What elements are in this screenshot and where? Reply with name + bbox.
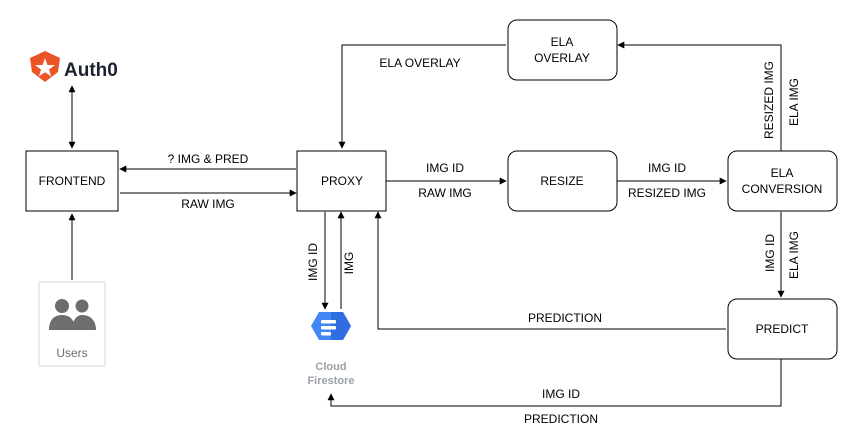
label-raw-img-proxy-resize: RAW IMG [418, 186, 472, 200]
node-proxy-label: PROXY [321, 174, 363, 188]
edge-ela-conversion-overlay [617, 41, 782, 151]
label-prediction-to-firestore: PREDICTION [524, 412, 598, 426]
node-predict: PREDICT [727, 298, 838, 360]
node-frontend: FRONTEND [25, 150, 119, 212]
users-label: Users [56, 346, 87, 360]
node-predict-label: PREDICT [756, 322, 809, 336]
label-img-id-to-firestore: IMG ID [542, 387, 580, 401]
label-prediction-to-proxy: PREDICTION [528, 311, 602, 325]
edge-predict-proxy [374, 211, 726, 330]
node-frontend-label: FRONTEND [39, 174, 106, 188]
users-icon [49, 299, 96, 330]
users-card: Users [38, 281, 106, 367]
edge-overlay-proxy [338, 44, 506, 149]
label-resized-img-vertical: RESIZED IMG [762, 61, 776, 139]
node-resize-label: RESIZE [540, 174, 583, 188]
label-img-id-vertical-predict: IMG ID [763, 234, 777, 272]
node-ela-overlay: ELA OVERLAY [507, 19, 618, 81]
node-ela-conversion-label-2: CONVERSION [742, 182, 823, 196]
label-img-id-resize-ela: IMG ID [648, 161, 686, 175]
edge-predict-firestore [327, 359, 782, 407]
auth0-shield-icon [30, 51, 60, 82]
label-img-and-pred: ? IMG & PRED [168, 152, 249, 166]
label-img-id-proxy-firestore: IMG ID [306, 243, 320, 281]
node-ela-overlay-label-1: ELA [551, 35, 574, 49]
label-img-proxy-firestore: IMG [342, 252, 356, 275]
auth0-wordmark: Auth0 [64, 60, 118, 81]
node-ela-conversion-label-1: ELA [771, 166, 794, 180]
node-proxy: PROXY [296, 150, 387, 212]
label-ela-img-vertical-predict: ELA IMG [787, 231, 801, 279]
label-ela-img-vertical-top: ELA IMG [787, 78, 801, 126]
firestore-label-line2: Firestore [307, 375, 354, 387]
node-resize: RESIZE [507, 150, 618, 212]
node-ela-conversion: ELA CONVERSION [727, 150, 838, 212]
auth0-logo: Auth0 [30, 51, 118, 82]
cloud-firestore-logo: Cloud Firestore [307, 312, 355, 387]
node-ela-overlay-label-2: OVERLAY [534, 51, 590, 65]
label-ela-overlay: ELA OVERLAY [379, 56, 460, 70]
firestore-icon [311, 312, 351, 340]
label-resized-img-resize-ela: RESIZED IMG [628, 186, 706, 200]
label-raw-img-frontend: RAW IMG [181, 197, 235, 211]
label-img-id-proxy-resize: IMG ID [426, 161, 464, 175]
firestore-label-line1: Cloud [315, 361, 346, 373]
